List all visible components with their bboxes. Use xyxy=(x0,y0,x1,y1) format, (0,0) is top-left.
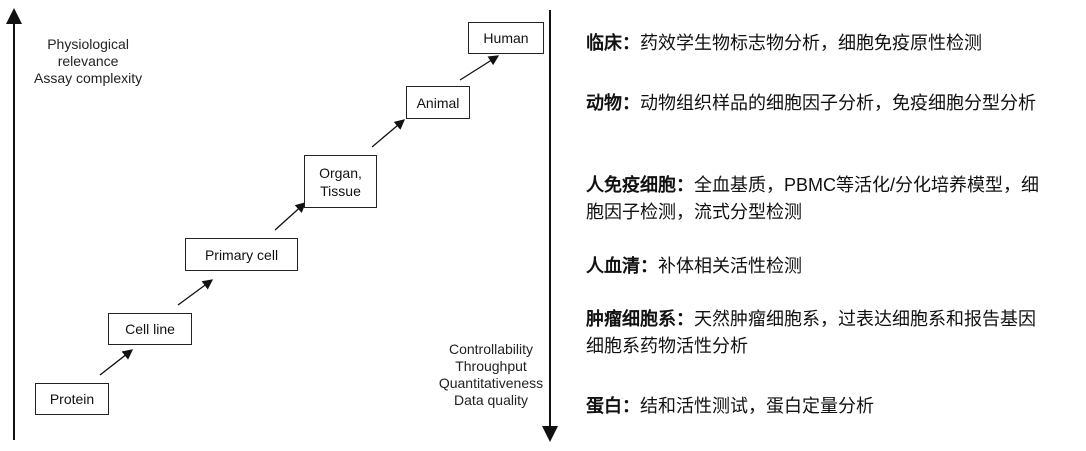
item-text: 补体相关活性检测 xyxy=(658,256,802,276)
item-title: 临床： xyxy=(586,33,640,53)
step-arrow xyxy=(177,279,214,306)
box-human: Human xyxy=(468,22,544,54)
box-line: Tissue xyxy=(320,182,361,199)
box-organ-tissue: Organ, Tissue xyxy=(304,155,377,208)
item-title: 动物： xyxy=(586,93,640,113)
label-line: Assay complexity xyxy=(34,70,143,86)
item-text: 天然肿瘤细胞系，过表达细胞系和报告基因细胞系药物活性分析 xyxy=(586,309,1036,356)
step-arrow xyxy=(274,202,306,231)
step-arrow xyxy=(99,349,134,376)
item-animal: 动物：动物组织样品的细胞因子分析，免疫细胞分型分析 xyxy=(586,90,1036,117)
label-line: Data quality xyxy=(454,392,528,408)
box-line: Organ, xyxy=(319,164,362,181)
step-arrow xyxy=(459,55,500,81)
item-title: 人免疫细胞： xyxy=(586,175,694,195)
label-line: Controllability xyxy=(448,341,534,357)
step-arrow xyxy=(371,119,405,148)
item-human-serum: 人血清：补体相关活性检测 xyxy=(586,253,1056,280)
label-line: relevance xyxy=(57,53,119,69)
box-primary-cell: Primary cell xyxy=(185,238,298,271)
label-line: Throughput xyxy=(455,358,527,374)
item-human-immune-cells: 人免疫细胞：全血基质，PBMC等活化/分化培养模型，细胞因子检测，流式分型检测 xyxy=(586,172,1041,226)
box-protein: Protein xyxy=(35,383,109,415)
label-line: Physiological xyxy=(47,36,129,52)
item-protein: 蛋白：结和活性测试，蛋白定量分析 xyxy=(586,393,1056,420)
left-axis-label: Physiological relevance Assay complexity xyxy=(34,36,142,87)
right-axis-label: Controllability Throughput Quantitativen… xyxy=(436,341,546,409)
item-title: 肿瘤细胞系： xyxy=(586,309,694,329)
box-cell-line: Cell line xyxy=(108,313,192,345)
item-title: 蛋白： xyxy=(586,396,640,416)
item-clinical: 临床：药效学生物标志物分析，细胞免疫原性检测 xyxy=(586,30,1056,57)
item-text: 全血基质，PBMC等活化/分化培养模型，细胞因子检测，流式分型检测 xyxy=(586,175,1040,222)
box-animal: Animal xyxy=(406,86,470,119)
item-text: 动物组织样品的细胞因子分析，免疫细胞分型分析 xyxy=(640,93,1036,113)
item-title: 人血清： xyxy=(586,256,658,276)
item-tumor-cell-lines: 肿瘤细胞系：天然肿瘤细胞系，过表达细胞系和报告基因细胞系药物活性分析 xyxy=(586,306,1036,360)
item-text: 药效学生物标志物分析，细胞免疫原性检测 xyxy=(640,33,982,53)
item-text: 结和活性测试，蛋白定量分析 xyxy=(640,396,874,416)
label-line: Quantitativeness xyxy=(438,375,544,391)
